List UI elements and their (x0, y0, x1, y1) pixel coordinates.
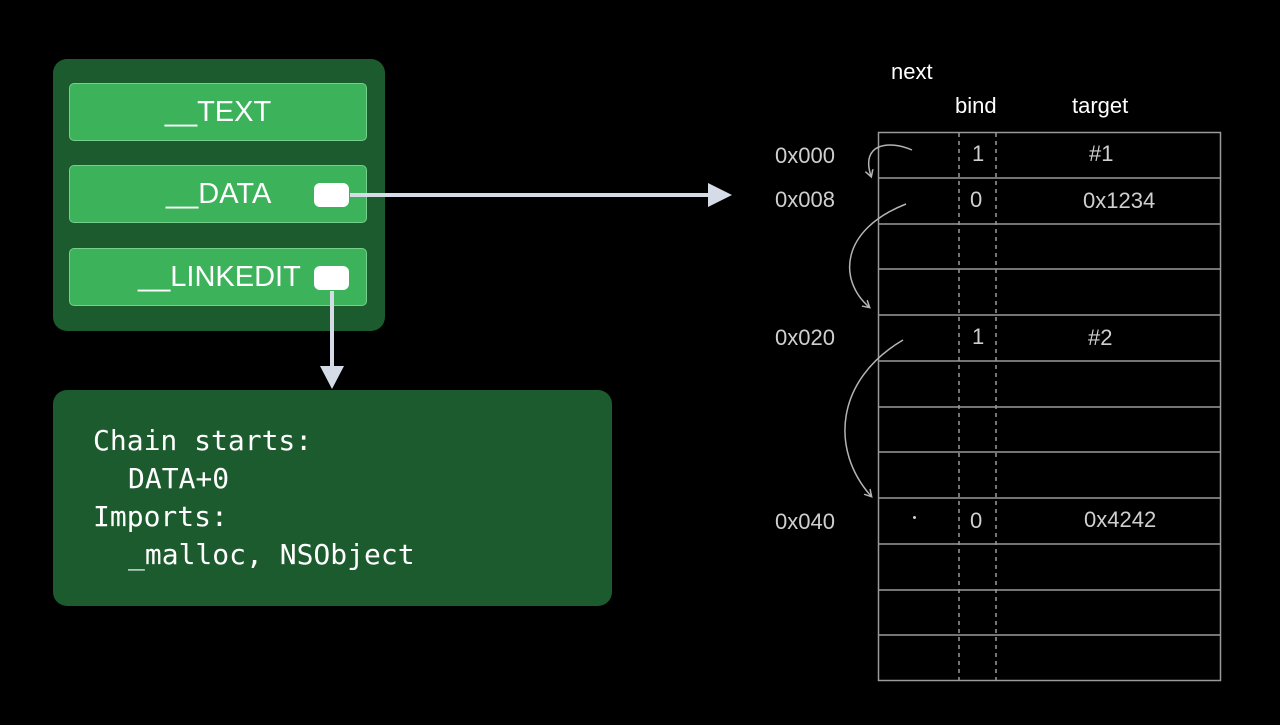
linkedit-info-box: Chain starts: DATA+0 Imports: _malloc, N… (53, 390, 612, 606)
linkedit-segment-label: __LINKEDIT (138, 261, 301, 293)
header-next: next (891, 59, 933, 84)
pointer-table-grid (877, 131, 1222, 682)
bind-cell: 1 (972, 141, 985, 166)
imports-label: Imports: (93, 500, 228, 533)
imports-value: _malloc, NSObject (128, 538, 415, 571)
data-to-table-arrow (350, 183, 732, 207)
linkedit-down-arrow (320, 291, 344, 389)
data-segment-label: __DATA (166, 178, 272, 210)
target-cell: 0x1234 (1083, 188, 1156, 213)
target-cell: #1 (1089, 141, 1114, 166)
chain-start-value: DATA+0 (128, 462, 230, 495)
next-pointer-end-dot (913, 516, 916, 519)
target-cell: 0x4242 (1084, 507, 1157, 532)
text-segment-label: __TEXT (164, 96, 272, 128)
header-bind: bind (955, 93, 997, 118)
bind-cell: 0 (970, 187, 983, 212)
chain-starts-label: Chain starts: (93, 424, 313, 457)
row-address: 0x000 (775, 143, 835, 168)
row-address: 0x020 (775, 325, 835, 350)
row-address: 0x040 (775, 509, 835, 534)
header-target: target (1072, 93, 1129, 118)
linkedit-segment: __LINKEDIT (69, 248, 367, 306)
bind-cell: 0 (970, 508, 983, 533)
data-port (314, 183, 349, 207)
linkedit-port (314, 266, 349, 290)
chain-arrows (844, 144, 913, 496)
row-address: 0x008 (775, 187, 835, 212)
segment-group: __TEXT __DATA __LINKEDIT (53, 59, 385, 331)
data-segment: __DATA (69, 165, 367, 223)
bind-cell: 1 (972, 324, 985, 349)
target-cell: #2 (1088, 325, 1113, 350)
text-segment: __TEXT (69, 83, 367, 141)
